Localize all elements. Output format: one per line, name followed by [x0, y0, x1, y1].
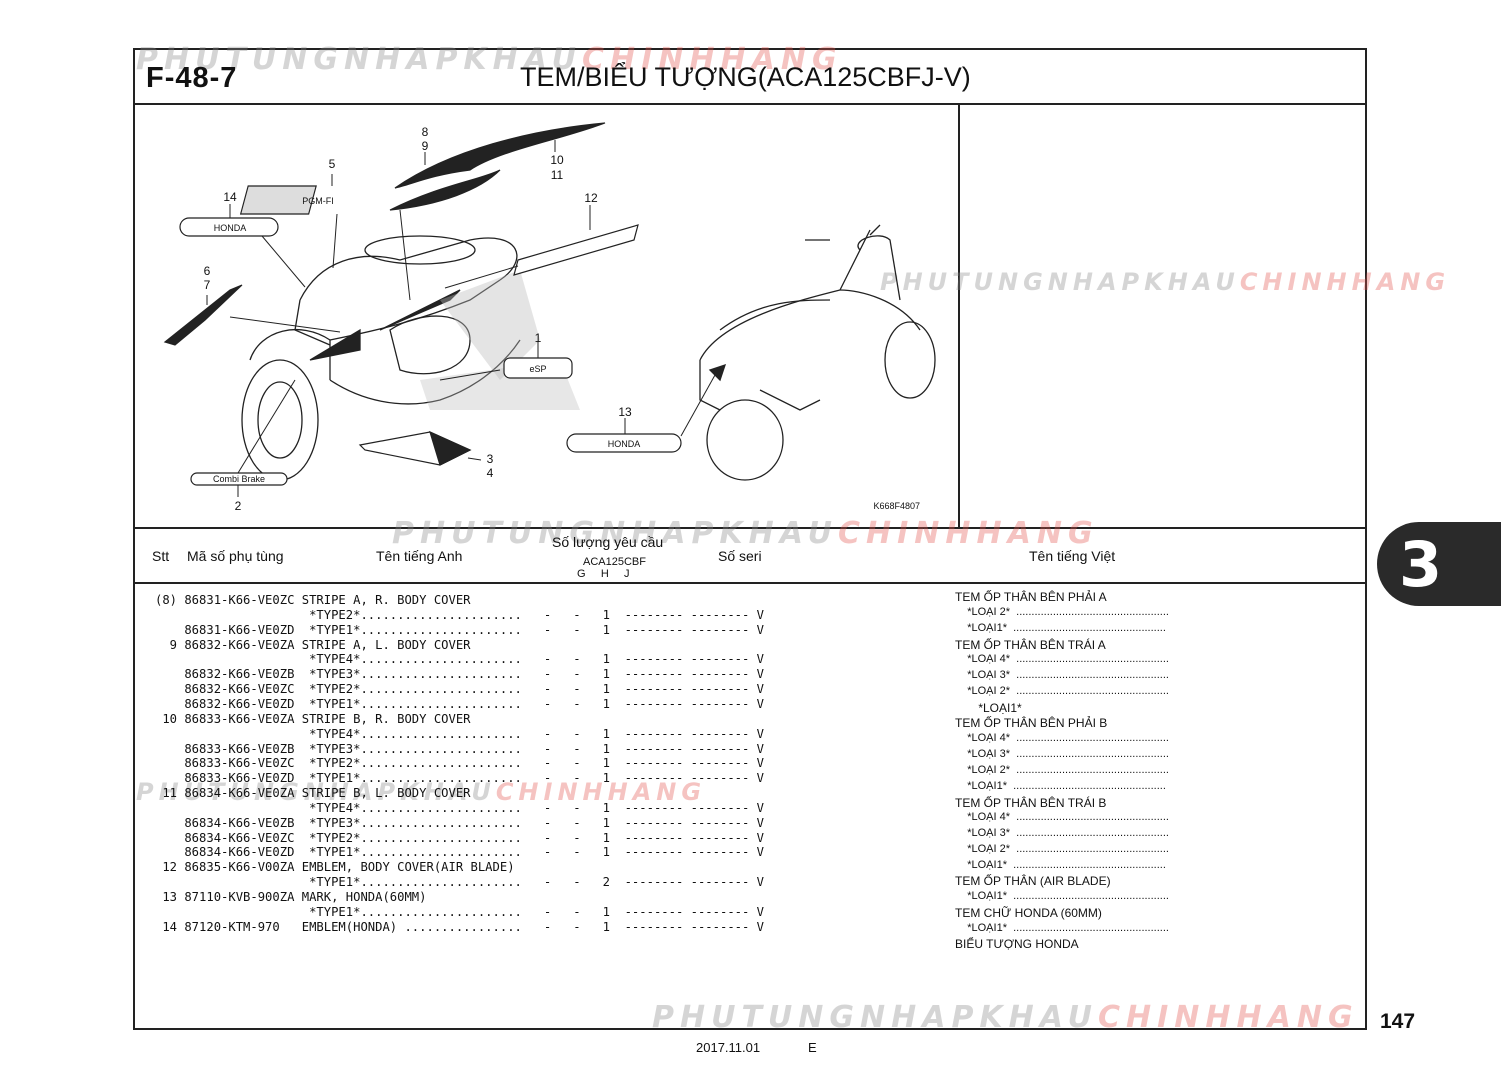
- callout-1: 1: [535, 331, 542, 345]
- table-row-vietnamese: *LOẠI1* ................................…: [955, 890, 1169, 902]
- emblem-honda-13-text: HONDA: [608, 439, 641, 449]
- diagram-code: K668F4807: [873, 501, 920, 511]
- col-header-serial: Số seri: [718, 548, 762, 564]
- callout-4: 4: [487, 466, 494, 480]
- table-row: 86834-K66-VE0ZB *TYPE3*.................…: [155, 815, 765, 830]
- col-header-model: ACA125CBF: [583, 556, 646, 568]
- leader-lines: [206, 140, 716, 497]
- callout-13: 13: [618, 405, 632, 419]
- emblem-esp-text: eSP: [529, 364, 546, 374]
- table-row: 86833-K66-VE0ZC *TYPE2*.................…: [155, 756, 765, 771]
- table-row: 86831-K66-VE0ZD *TYPE1*.................…: [155, 622, 765, 637]
- page-frame: [133, 48, 1367, 1030]
- footer-edition: E: [808, 1040, 817, 1055]
- table-row: 86832-K66-VE0ZD *TYPE1*.................…: [155, 696, 765, 711]
- honda-wing-pattern: [420, 270, 580, 410]
- table-row-vietnamese: *LOẠI 4* ...............................…: [955, 653, 1169, 665]
- callout-14: 14: [223, 190, 237, 204]
- table-row: 86833-K66-VE0ZD *TYPE1*.................…: [155, 771, 765, 786]
- table-row-vietnamese: *LOẠI 4* ...............................…: [955, 732, 1169, 744]
- table-row: *TYPE4*...................... - - 1 ----…: [155, 800, 765, 815]
- callout-2: 2: [235, 499, 242, 513]
- table-row-vietnamese: TEM ỐP THÂN BÊN TRÁI B: [955, 796, 1107, 810]
- emblem-pgmfi-text: PGM-FI: [302, 196, 334, 206]
- section-tab-number: 3: [1399, 528, 1443, 601]
- col-header-english: Tên tiếng Anh: [376, 548, 463, 564]
- watermark-bottom: PHUTUNGNHAPKHAUCHINHHANG: [652, 1000, 1359, 1035]
- scooter-left-drawing: [241, 235, 521, 481]
- col-header-ghj: G H J: [577, 568, 630, 580]
- section-tab: 3: [1377, 522, 1501, 606]
- watermark-middle: PHUTUNGNHAPKHAUCHINHHANG: [392, 516, 1099, 551]
- table-header-divider: [133, 582, 1367, 584]
- callout-3: 3: [487, 452, 494, 466]
- table-row-vietnamese: *LOẠI 2* ...............................…: [955, 685, 1169, 697]
- table-row: 86832-K66-VE0ZC *TYPE2*.................…: [155, 682, 765, 697]
- table-row: *TYPE2*...................... - - 1 ----…: [155, 607, 765, 622]
- table-row-vietnamese: TEM ỐP THÂN (AIR BLADE): [955, 874, 1111, 888]
- table-row: 13 87110-KVB-900ZA MARK, HONDA(60MM): [155, 890, 427, 904]
- table-row: *TYPE4*...................... - - 1 ----…: [155, 652, 765, 667]
- table-row-vietnamese: *LOẠI1* ................................…: [955, 622, 1166, 634]
- footer-date: 2017.11.01: [696, 1040, 761, 1055]
- col-header-stt: Stt: [152, 548, 170, 564]
- table-row-vietnamese: TEM ỐP THÂN BÊN PHẢI A: [955, 590, 1107, 604]
- table-row-vietnamese: *LOẠI 2* ...............................…: [955, 606, 1169, 618]
- col-header-vietnamese: Tên tiếng Việt: [1029, 548, 1116, 564]
- table-row: 86834-K66-VE0ZC *TYPE2*.................…: [155, 830, 765, 845]
- callout-12: 12: [584, 191, 598, 205]
- title-divider: [133, 103, 1367, 105]
- table-row-vietnamese: *LOẠI1*: [955, 701, 1022, 715]
- table-row: 86834-K66-VE0ZD *TYPE1*.................…: [155, 845, 765, 860]
- table-row: 9 86832-K66-VE0ZA STRIPE A, L. BODY COVE…: [155, 637, 471, 652]
- table-row-vietnamese: *LOẠI 3* ...............................…: [955, 748, 1169, 760]
- callout-5: 5: [329, 157, 336, 171]
- figure-number: F-48-7: [146, 62, 238, 94]
- table-row: *TYPE1*...................... - - 1 ----…: [155, 904, 765, 919]
- table-row-vietnamese: *LOẠI 3* ...............................…: [955, 669, 1169, 681]
- page-number: 147: [1380, 1010, 1416, 1033]
- table-row: *TYPE1*...................... - - 2 ----…: [155, 875, 765, 890]
- emblem-combi-text: Combi Brake: [213, 474, 265, 484]
- diagram-vertical-divider: [958, 103, 960, 527]
- table-row-vietnamese: *LOẠI1* ................................…: [955, 859, 1166, 871]
- callout-11: 11: [551, 168, 564, 182]
- watermark-top: PHUTUNGNHAPKHAUCHINHHANG: [136, 42, 843, 77]
- table-row: (8) 86831-K66-VE0ZC STRIPE A, R. BODY CO…: [155, 593, 471, 607]
- col-header-quantity: Số lượng yêu cầu: [552, 534, 664, 550]
- table-row: 11 86834-K66-VE0ZA STRIPE B, L. BODY COV…: [155, 786, 471, 801]
- watermark-table: PHUTUNGNHAPKHAUCHINHHANG: [136, 778, 707, 806]
- callout-6: 6: [204, 264, 211, 278]
- table-row-vietnamese: *LOẠI1* ................................…: [955, 780, 1166, 792]
- callout-8: 8: [422, 125, 429, 139]
- diagram-divider: [133, 527, 1367, 529]
- col-header-part-no: Mã số phụ tùng: [187, 548, 284, 564]
- callout-10: 10: [550, 153, 564, 167]
- table-row-vietnamese: BIỂU TƯỢNG HONDA: [955, 937, 1079, 951]
- table-row-vietnamese: *LOẠI 3* ...............................…: [955, 827, 1169, 839]
- table-row-vietnamese: TEM ỐP THÂN BÊN TRÁI A: [955, 638, 1106, 652]
- scooter-right-drawing: [699, 224, 936, 481]
- table-row: 86833-K66-VE0ZB *TYPE3*.................…: [155, 741, 765, 756]
- watermark-right: PHUTUNGNHAPKHAUCHINHHANG: [880, 268, 1451, 296]
- table-row: 86832-K66-VE0ZB *TYPE3*.................…: [155, 667, 765, 682]
- table-row-vietnamese: TEM CHỮ HONDA (60MM): [955, 906, 1102, 920]
- callout-7: 7: [204, 278, 211, 292]
- table-row-vietnamese: *LOẠI 2* ...............................…: [955, 764, 1169, 776]
- table-row-vietnamese: *LOẠI 2* ...............................…: [955, 843, 1169, 855]
- table-row: 10 86833-K66-VE0ZA STRIPE B, R. BODY COV…: [155, 711, 471, 726]
- callout-9: 9: [422, 139, 429, 153]
- table-row-vietnamese: *LOẠI1* ................................…: [955, 922, 1169, 934]
- table-row-vietnamese: TEM ỐP THÂN BÊN PHẢI B: [955, 716, 1108, 730]
- table-row: *TYPE4*...................... - - 1 ----…: [155, 726, 765, 741]
- table-row: 14 87120-KTM-970 EMBLEM(HONDA) .........…: [155, 919, 765, 934]
- emblem-honda-top-text: HONDA: [214, 223, 247, 233]
- table-row: 12 86835-K66-V00ZA EMBLEM, BODY COVER(AI…: [155, 860, 515, 875]
- page-title: TEM/BIỂU TƯỢNG(ACA125CBFJ-V): [520, 62, 971, 92]
- sticker-drawings: [163, 122, 682, 486]
- table-row-vietnamese: *LOẠI 4* ...............................…: [955, 811, 1169, 823]
